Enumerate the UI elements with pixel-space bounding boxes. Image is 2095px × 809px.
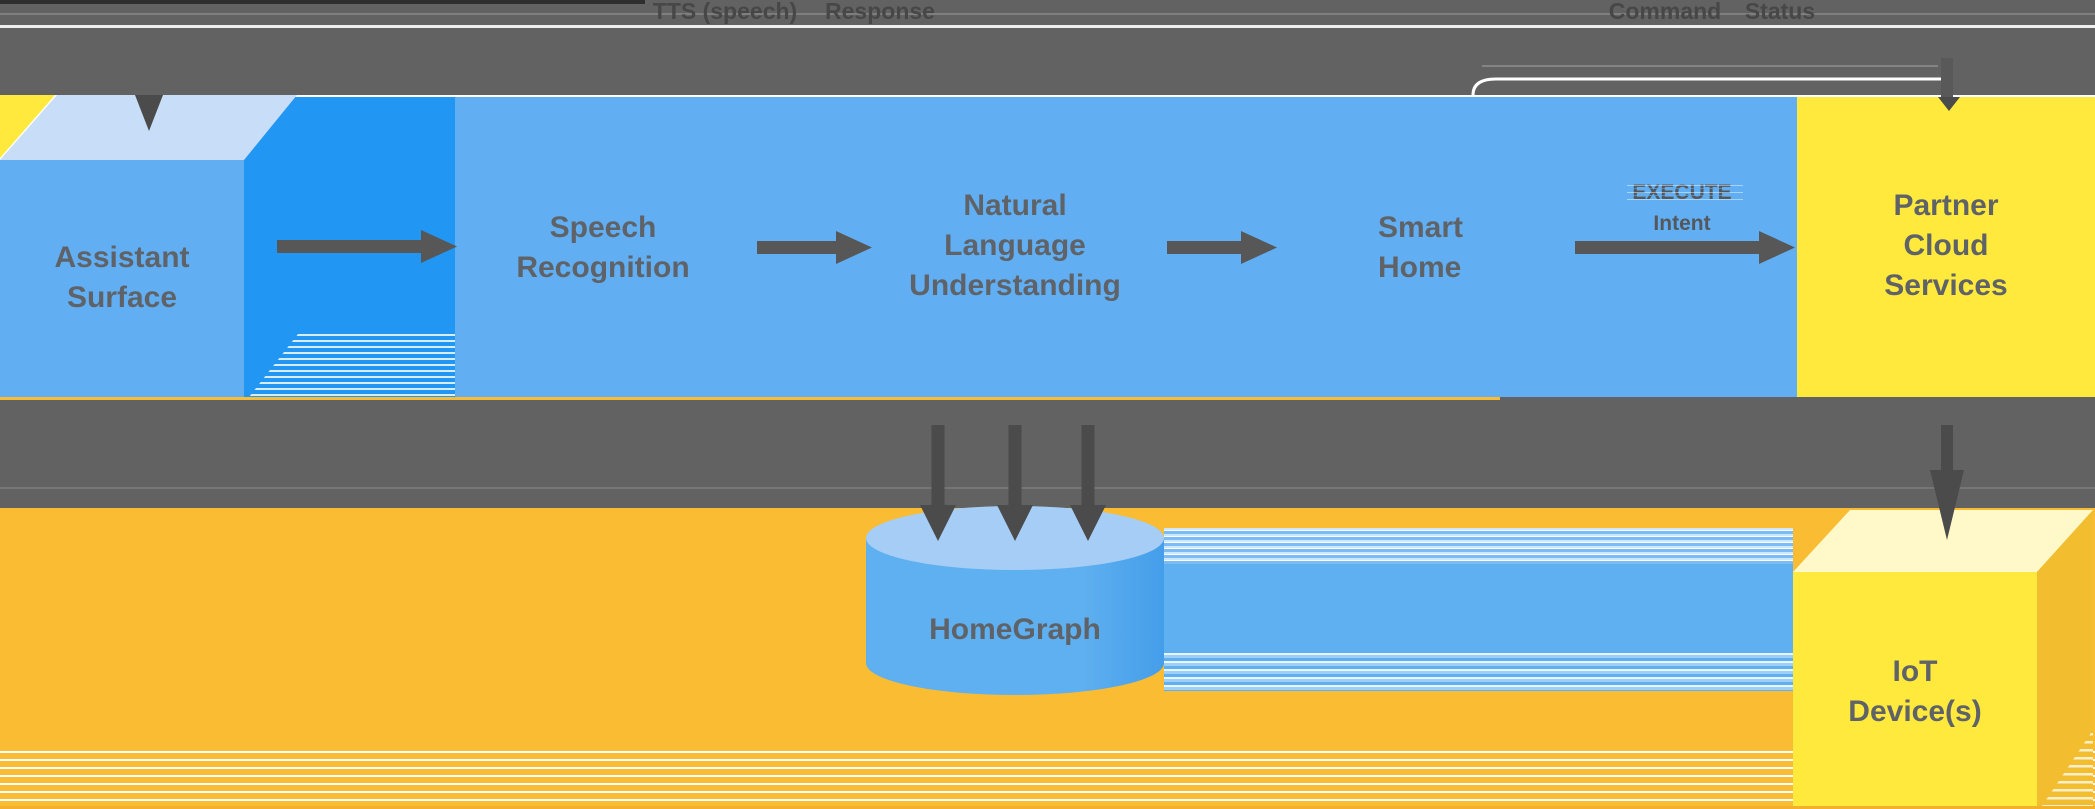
label-nlu: Natural Language Understanding [865,186,1165,306]
middle-band [0,397,2095,508]
arrow-into-partner-notch [1938,97,1960,111]
label-assistant-surface: Assistant Surface [0,238,244,318]
partner-line2: Cloud [1903,229,1989,262]
nlu-line2: Language [944,229,1086,262]
middle-band-amber-hairline [0,397,1500,400]
label-tts-speech-text: TTS (speech) [652,0,798,24]
homegraph-cylinder [866,506,1164,695]
label-smart-home: Smart Home [1378,208,1463,288]
iot-cube [1793,510,2093,806]
homegraph-text: HomeGraph [929,613,1101,646]
label-command-text: Command [1608,0,1722,24]
iot-side-stripes [2042,730,2093,806]
label-command: Command [1605,0,1725,24]
iot-front-face [1793,572,2037,806]
bottom-edge-line [0,806,2095,809]
speech-recognition-line1: Speech [549,211,657,244]
arrow-speech-to-nlu [757,231,872,264]
iot-line1: IoT [1892,655,1938,688]
label-response: Response [790,0,970,24]
intent-text: Intent [1653,212,1711,235]
partner-cloud-box [1797,97,2095,397]
google-assistant-box [455,97,1797,397]
link-band-top-fringe [1164,528,1793,564]
label-iot-device: IoT Device(s) [1793,652,2037,732]
top-faint-line [0,13,2095,15]
label-status: Status [1735,0,1825,24]
arrow-assistant-to-speech [277,230,457,263]
iot-line2: Device(s) [1848,695,1982,728]
arrow-nlu-to-smarthome [1167,231,1277,264]
link-band-middle [1164,564,1793,650]
iot-right-face [2037,510,2093,806]
arrow-into-assistant-notch [135,95,163,131]
smart-home-line1: Smart [1378,211,1464,244]
arrow-partner-to-iot [1930,425,1964,540]
arrow-smarthome-to-partner [1575,231,1795,264]
nlu-line3: Understanding [909,269,1121,302]
label-partner-cloud-services: Partner Cloud Services [1797,186,2095,306]
label-speech-recognition: Speech Recognition [453,208,753,288]
assistant-surface-line1: Assistant [54,241,190,274]
label-status-text: Status [1744,0,1816,24]
middle-band-faint-line [0,487,2095,489]
label-intent: Intent [1582,212,1782,236]
speech-recognition-line2: Recognition [516,251,690,284]
label-tts-speech: TTS (speech) [590,0,860,24]
smart-home-line2: Home [1378,251,1462,284]
partner-down-arrow-remnant [1941,58,1953,97]
homegraph-iot-link-band [1164,528,1793,691]
iot-top-face [1793,510,2093,572]
label-response-text: Response [825,0,935,24]
link-band-bottom-fringe [1164,650,1793,691]
amber-dither-stripes [0,745,2095,809]
report-state-curve [1471,77,1941,96]
assistant-surface-box [0,160,244,397]
execute-dither-artifact [1627,182,1743,202]
arrows-into-homegraph [920,425,1106,541]
top-white-line [0,25,2095,28]
nlu-line1: Natural [963,189,1067,222]
label-homegraph: HomeGraph [865,610,1165,650]
partner-line3: Services [1884,269,2008,302]
assistant-surface-line2: Surface [66,281,178,314]
top-black-line [0,0,645,4]
partner-line1: Partner [1893,189,1999,222]
yellow-wedge [0,95,55,158]
